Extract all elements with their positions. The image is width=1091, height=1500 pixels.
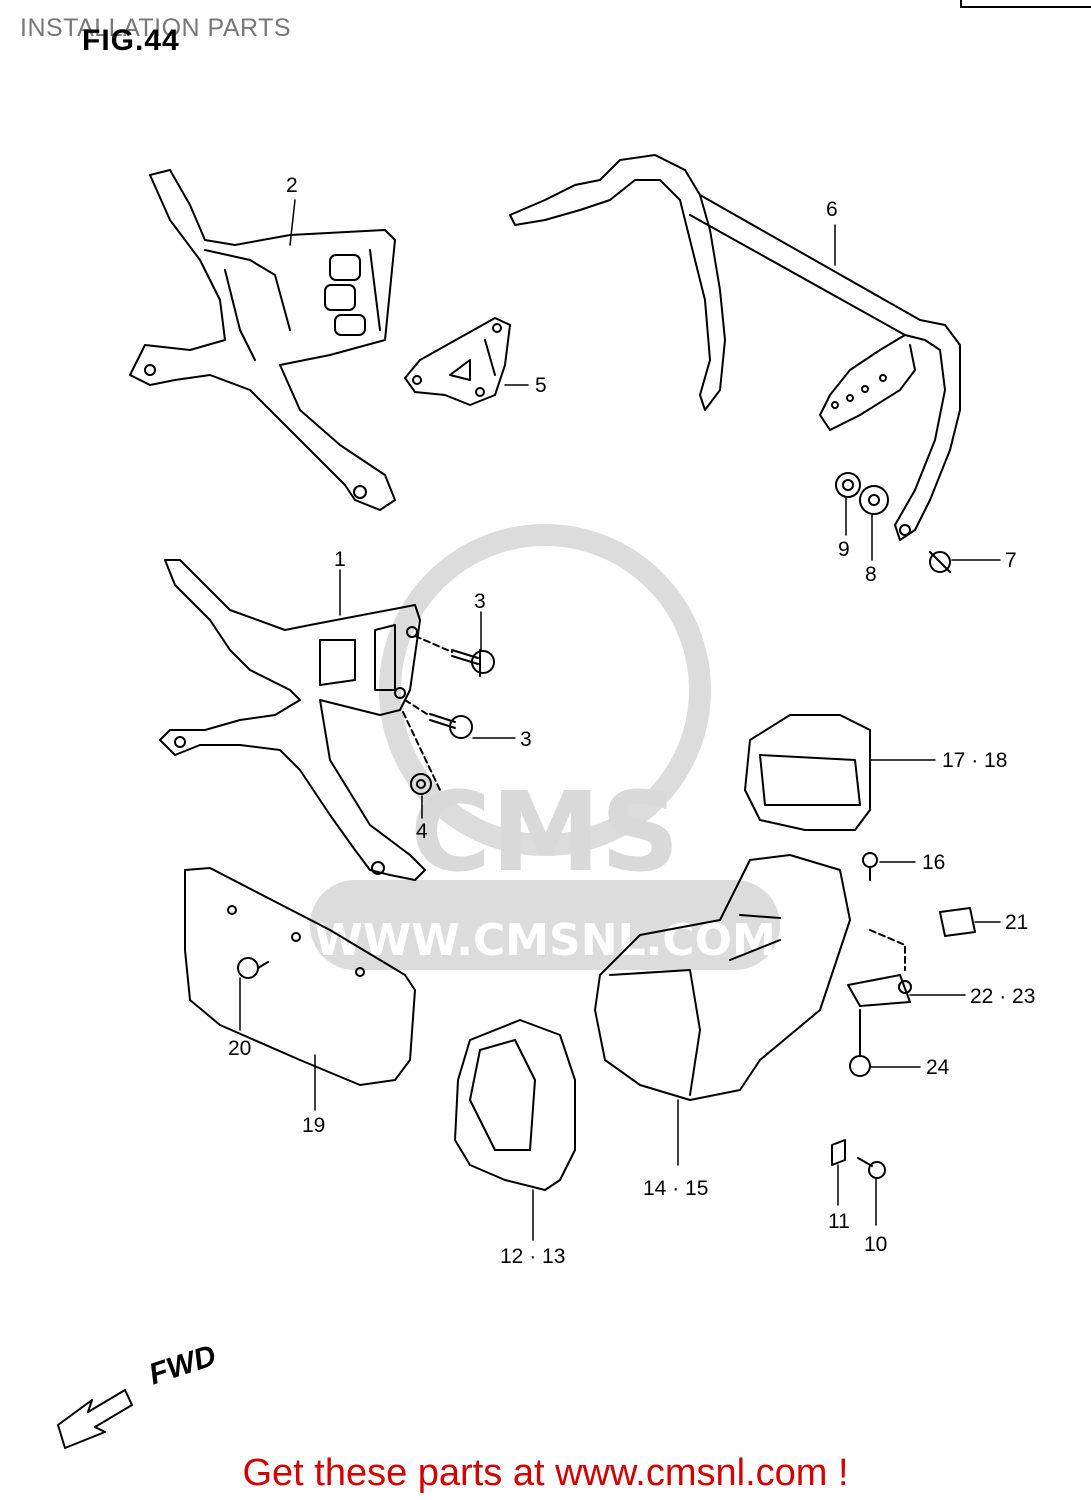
part-24-bolt (849, 1009, 871, 1077)
callout-9: 9 (838, 538, 850, 561)
callout-1: 1 (334, 548, 346, 571)
callout-14-15: 14 · 15 (643, 1177, 709, 1200)
callout-2: 2 (286, 174, 298, 197)
callout-3-upper: 3 (474, 590, 486, 613)
callout-19: 19 (302, 1114, 326, 1137)
callout-22-23: 22 · 23 (970, 985, 1036, 1008)
watermark-brand: CMS (410, 768, 679, 896)
part-9-nut (835, 472, 861, 498)
part-17-18-cap (744, 714, 871, 831)
part-4-nut (410, 773, 432, 795)
callout-3-lower: 3 (520, 728, 532, 751)
part-14-15-duct (594, 854, 851, 1101)
part-16-screw (862, 852, 878, 881)
page-title: INSTALLATION PARTS (20, 14, 292, 42)
frame-corner (960, 0, 1091, 8)
callout-5: 5 (535, 374, 547, 397)
part-12-13-duct (454, 1019, 576, 1191)
callout-21: 21 (1005, 911, 1029, 934)
fwd-arrow-icon (57, 1389, 133, 1449)
callout-20: 20 (228, 1037, 252, 1060)
figure-label: FIG.44 (82, 24, 180, 57)
callout-17-18: 17 · 18 (942, 749, 1008, 772)
leader-lines (239, 199, 1001, 1241)
callout-10: 10 (864, 1233, 888, 1256)
part-2-bracket (129, 169, 396, 511)
part-22-23-bracket (847, 929, 912, 1007)
part-6-frame (509, 154, 961, 541)
callout-16: 16 (922, 851, 946, 874)
callout-24: 24 (926, 1056, 950, 1079)
part-5-plate (404, 317, 511, 406)
part-8-grommet (859, 485, 889, 515)
callout-4: 4 (416, 820, 428, 843)
callout-7: 7 (1005, 549, 1017, 572)
part-1-bracket (159, 559, 426, 881)
promo-link[interactable]: Get these parts at www.cmsnl.com ! (242, 1452, 849, 1494)
part-11-clip (831, 1139, 846, 1166)
part-21-clip (939, 907, 976, 937)
callout-11: 11 (828, 1210, 850, 1233)
callout-6: 6 (826, 198, 838, 221)
part-3-bolt-lower (429, 713, 473, 739)
callout-12-13: 12 · 13 (500, 1245, 566, 1268)
part-3-bolt-upper (451, 649, 495, 677)
watermark-logo: CMS WWW.CMSNL.COM (310, 524, 780, 970)
part-19-panel (184, 867, 416, 1086)
part-10-screw (857, 1157, 886, 1179)
part-7-screw (929, 551, 951, 573)
callout-8: 8 (865, 563, 877, 586)
part-20-fastener (237, 957, 269, 979)
